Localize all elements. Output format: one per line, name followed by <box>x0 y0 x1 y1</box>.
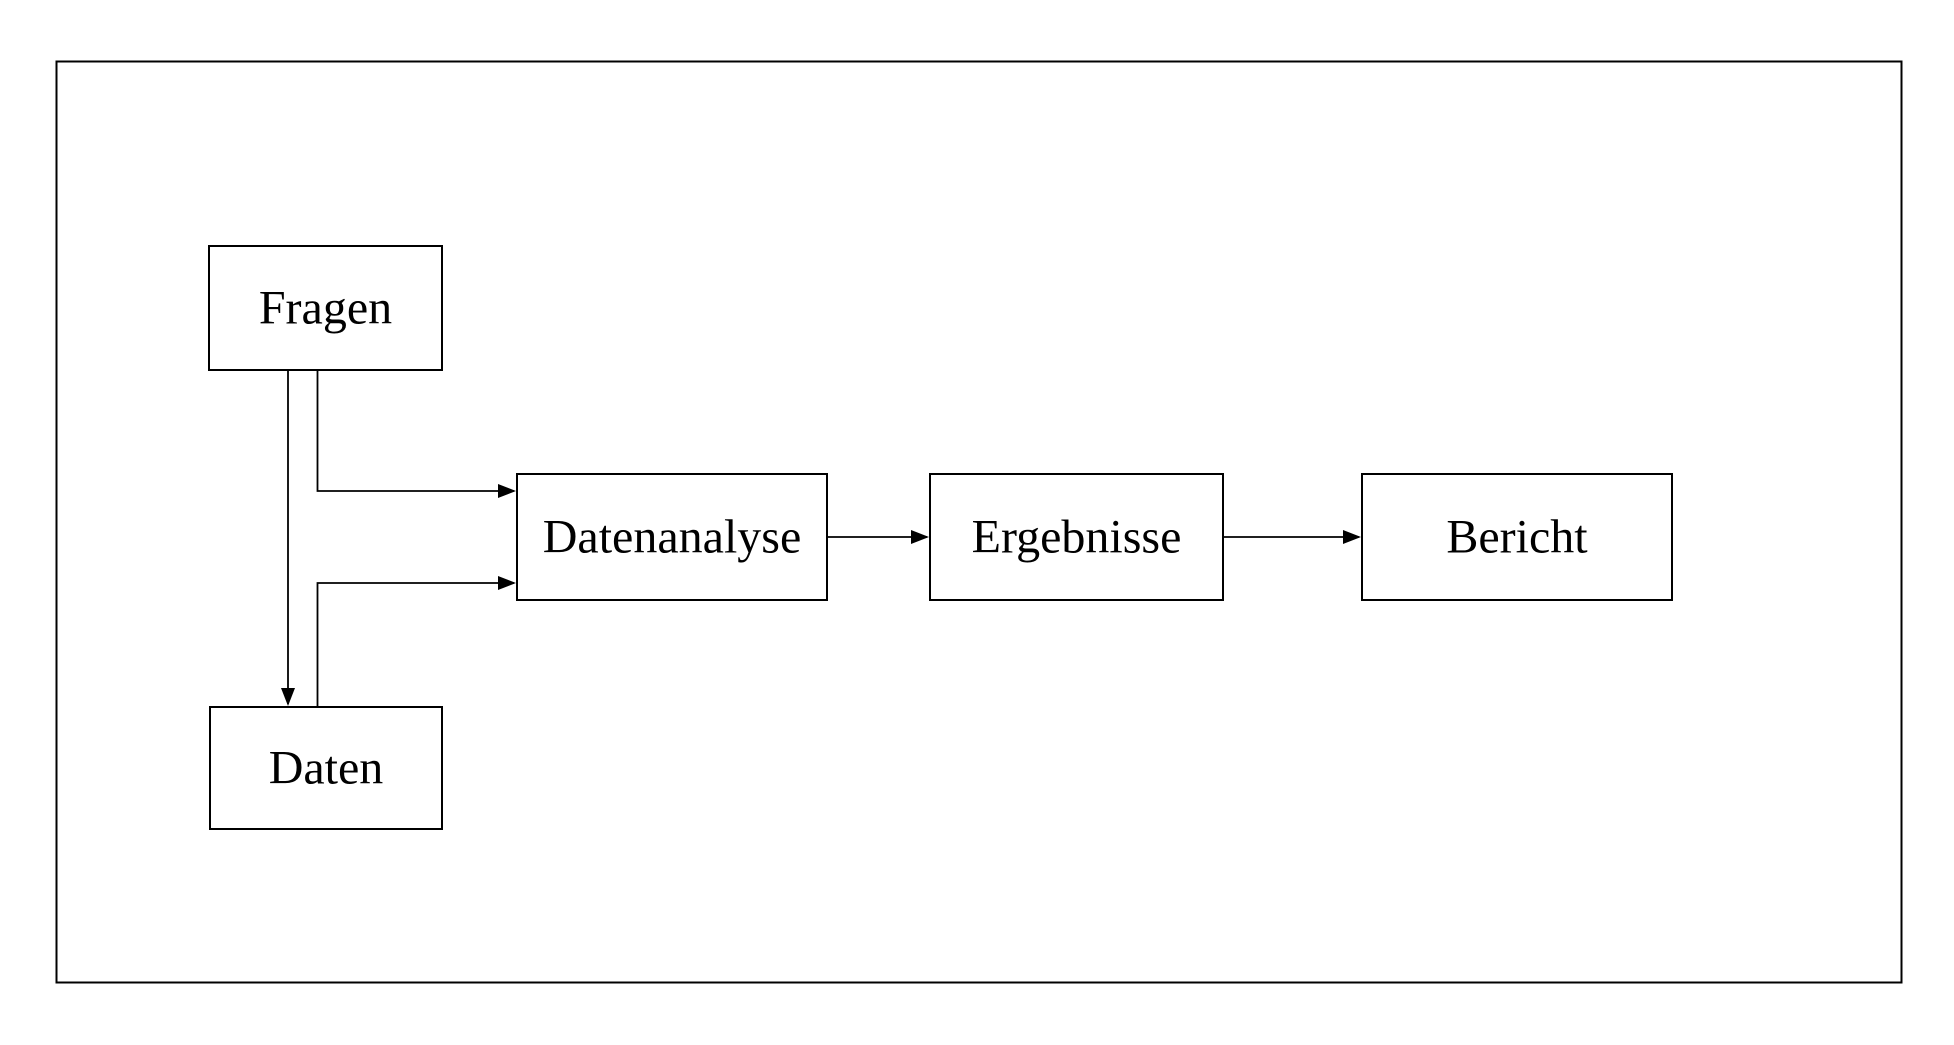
edge-fragen-datenanalyse <box>316 371 516 498</box>
outer-frame <box>55 60 1903 984</box>
node-ergebnisse-label: Ergebnisse <box>972 511 1182 564</box>
node-datenanalyse-label: Datenanalyse <box>543 511 802 564</box>
node-bericht: Bericht <box>1361 473 1673 601</box>
node-bericht-box <box>1361 473 1673 601</box>
node-ergebnisse-box <box>929 473 1224 601</box>
node-daten-box <box>209 706 443 830</box>
node-fragen-box <box>208 245 443 371</box>
node-fragen-label: Fragen <box>259 282 392 335</box>
node-datenanalyse: Datenanalyse <box>516 473 828 601</box>
node-fragen: Fragen <box>208 245 443 371</box>
node-daten: Daten <box>209 706 443 830</box>
edge-datenanalyse-daten <box>316 576 516 706</box>
node-daten-label: Daten <box>269 742 384 795</box>
node-datenanalyse-box <box>516 473 828 601</box>
node-bericht-label: Bericht <box>1446 511 1588 564</box>
node-ergebnisse: Ergebnisse <box>929 473 1224 601</box>
